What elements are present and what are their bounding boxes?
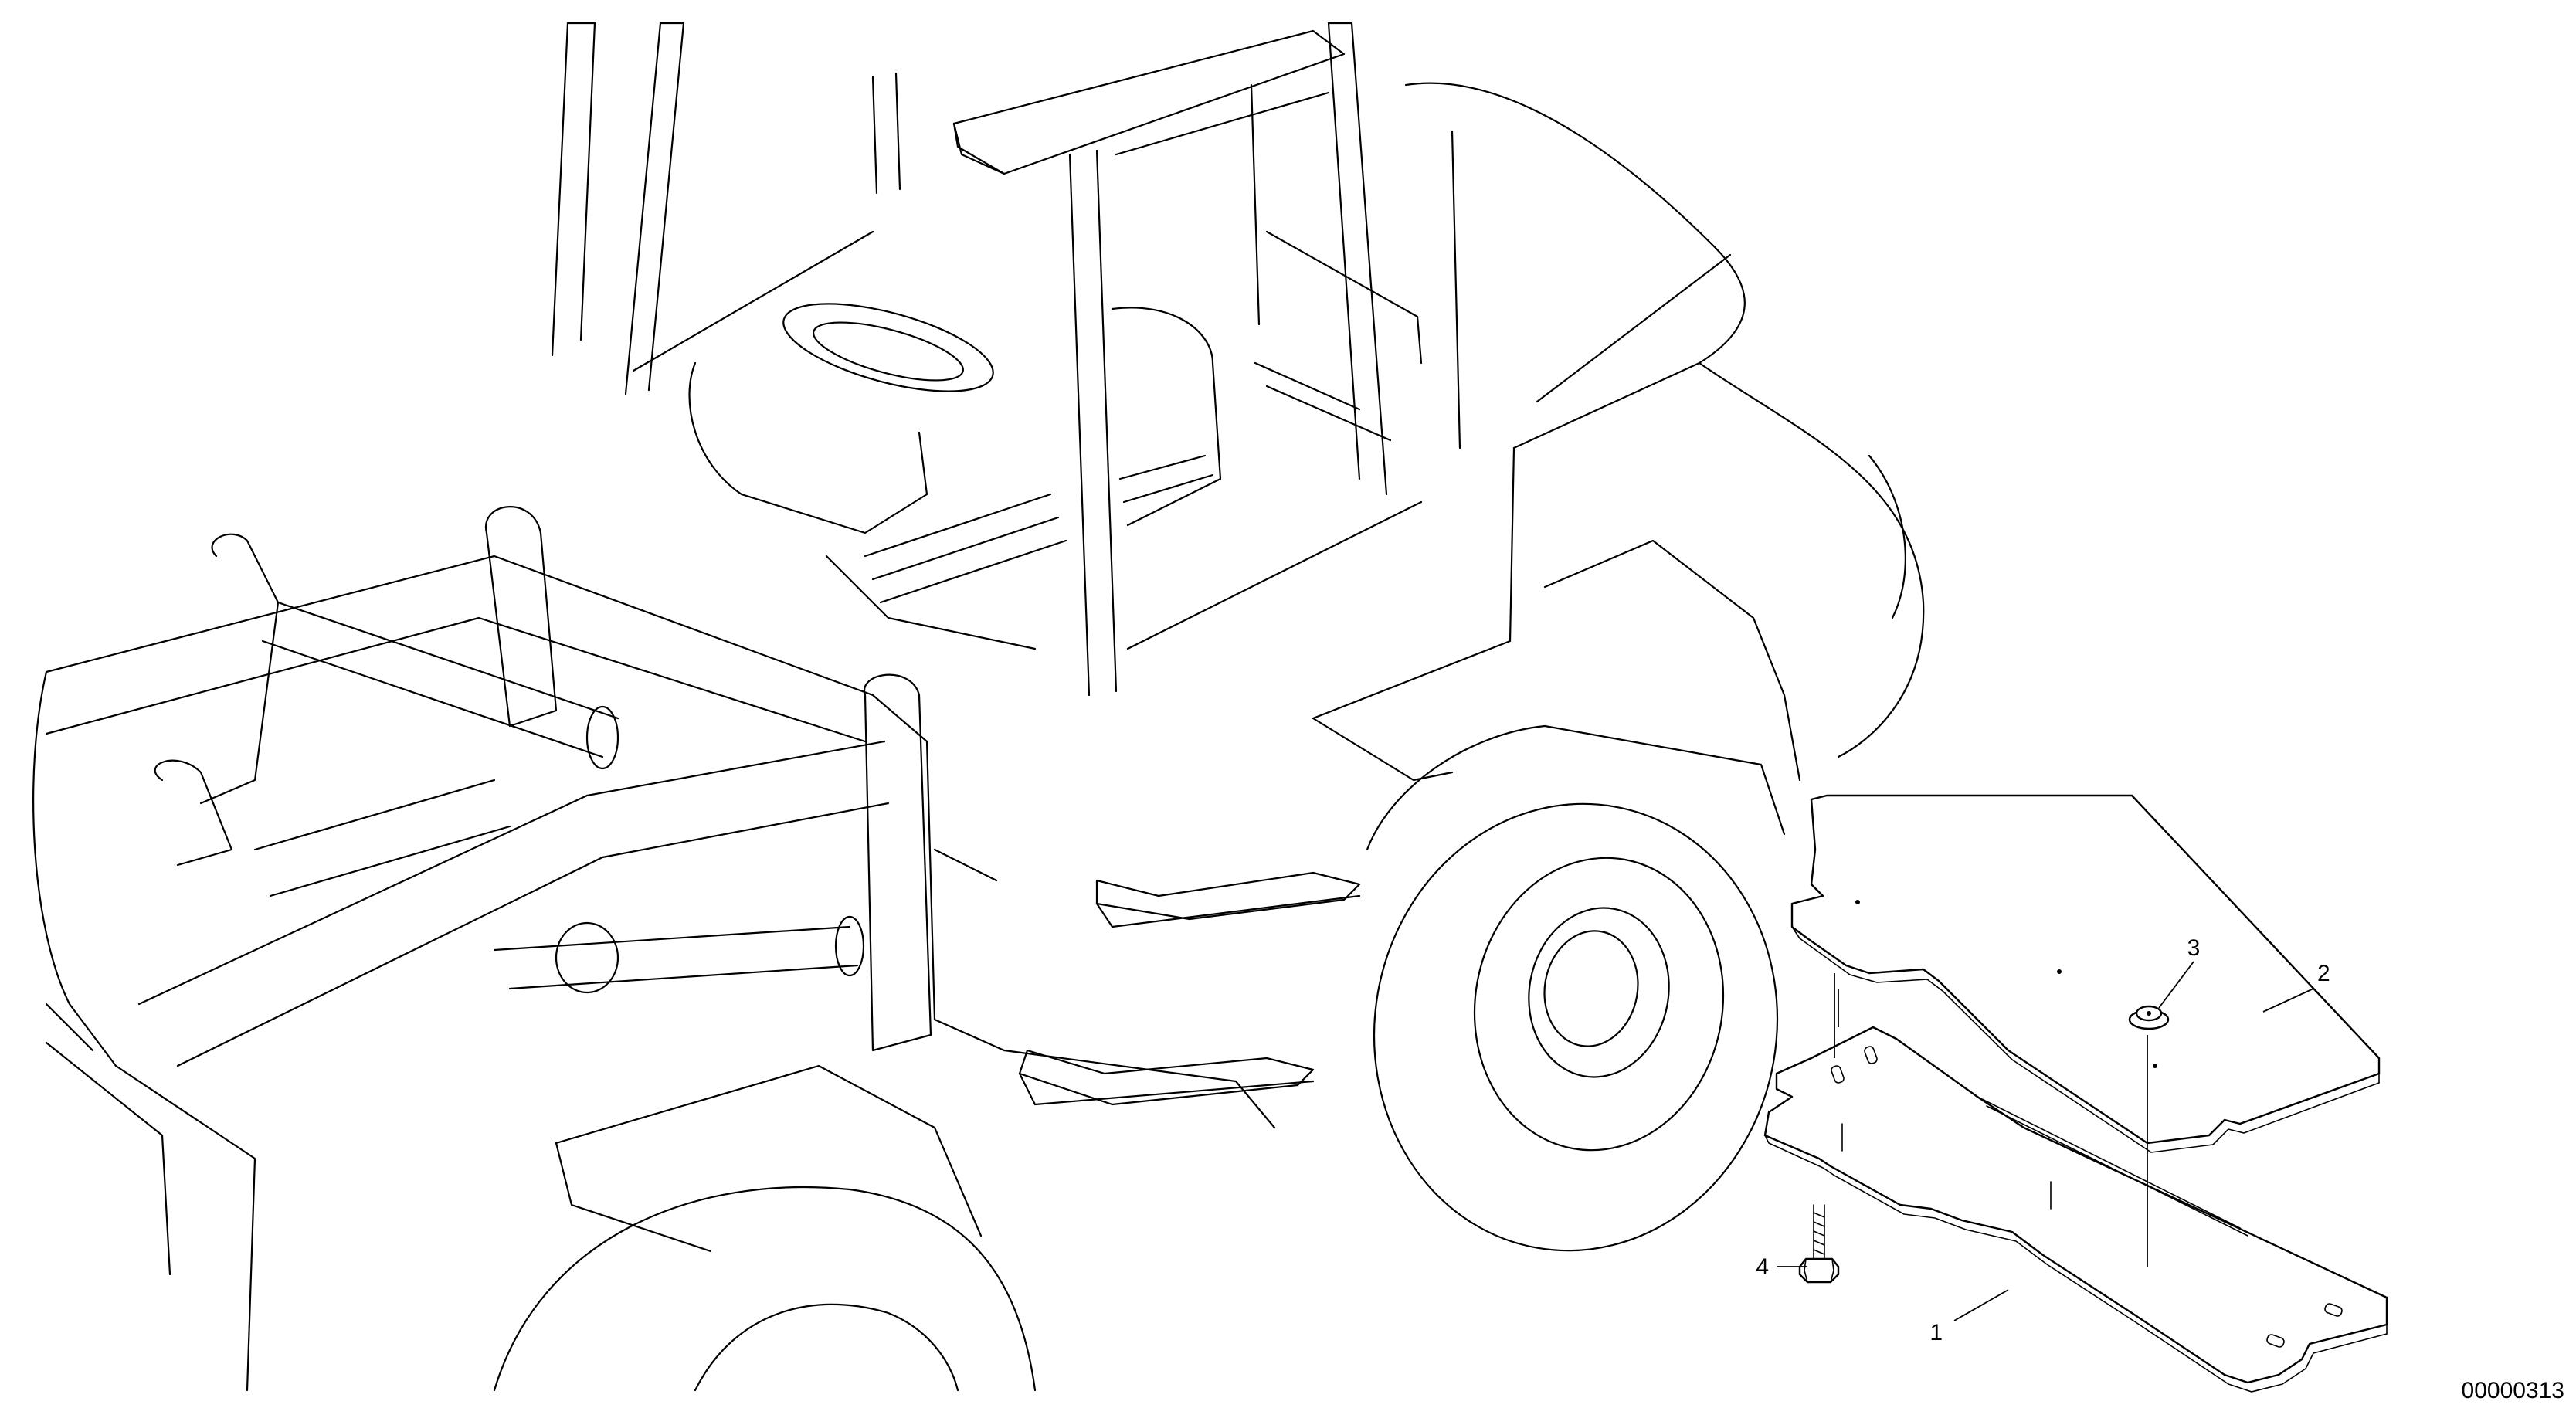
operator-seat-and-steering [688,303,1222,650]
callout-3: 3 [2158,935,2201,1009]
front-wheel [493,1064,1037,1392]
bucket [32,670,256,1392]
upper-floor-mat [1790,794,2381,1153]
loader-arms [45,506,932,1067]
cab-frame [551,22,1423,697]
rear-wheel [1366,724,1786,1252]
grommet [2128,1005,2170,1030]
wheel-loader-illustration [32,22,1925,1392]
engine-hood [1312,82,1925,782]
access-steps [1018,871,1361,1106]
callout-2-label: 2 [2317,961,2330,986]
document-number: 00000313 [2462,1378,2564,1403]
callout-1: 1 [1929,1289,2009,1345]
chassis-frame [925,740,1276,1129]
callouts: 1 2 3 4 [1756,935,2330,1345]
callout-1-label: 1 [1929,1320,1943,1345]
callout-2: 2 [2262,961,2330,1013]
lower-floor-plate [1763,1026,2388,1393]
bolt [1798,1204,1840,1284]
callout-4-label: 4 [1756,1254,1769,1280]
callout-3-label: 3 [2187,935,2201,961]
assembly-alignment-lines [1834,973,2148,1267]
hydraulic-cylinders [253,601,865,994]
exploded-floor-parts [1763,794,2388,1393]
callout-4: 4 [1756,1254,1807,1280]
